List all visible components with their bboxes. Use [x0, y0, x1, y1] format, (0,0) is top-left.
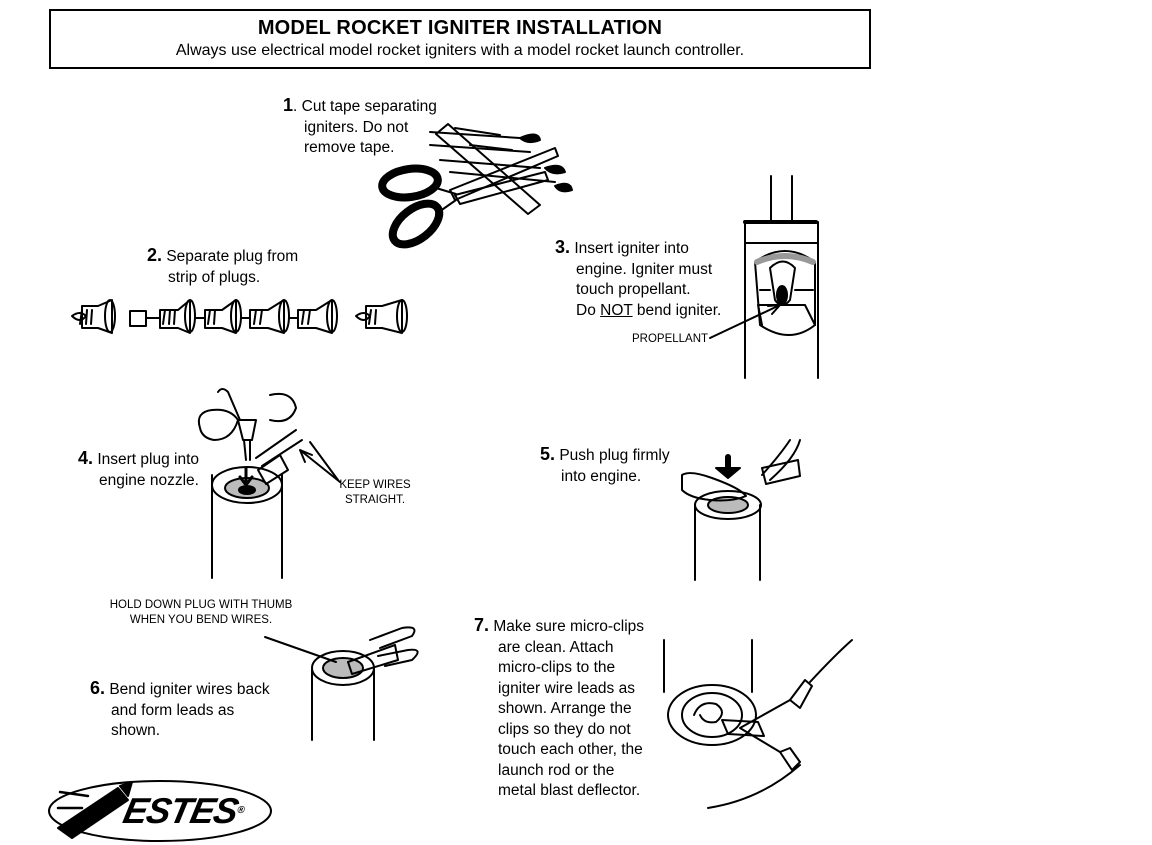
insert-plug-illustration	[197, 388, 341, 579]
scissors-illustration	[378, 123, 573, 249]
step-3: 3. Insert igniter into engine. Igniter m…	[555, 237, 722, 319]
header-box: MODEL ROCKET IGNITER INSTALLATION Always…	[49, 9, 871, 69]
micro-clips-illustration	[663, 639, 853, 809]
propellant-label: PROPELLANT	[632, 333, 709, 345]
step-7: 7. Make sure micro-clips are clean. Atta…	[474, 615, 645, 799]
engine-cutaway-illustration	[709, 175, 819, 379]
estes-logo-text: ESTES®	[119, 790, 245, 831]
plug-strip-illustration	[71, 299, 408, 334]
push-plug-illustration	[681, 439, 801, 581]
page-title: MODEL ROCKET IGNITER INSTALLATION	[257, 17, 663, 39]
estes-logo	[48, 780, 272, 842]
keep-wires-label: KEEP WIRES STRAIGHT.	[339, 479, 411, 506]
bend-wires-illustration	[264, 626, 419, 741]
page-subtitle: Always use electrical model rocket ignit…	[175, 42, 745, 59]
step-6: 6. Bend igniter wires back and form lead…	[90, 678, 270, 739]
step-1: 1. Cut tape separating igniters. Do not …	[283, 95, 437, 156]
step-4: 4. Insert plug into engine nozzle.	[78, 448, 199, 489]
hold-down-label: HOLD DOWN PLUG WITH THUMB WHEN YOU BEND …	[109, 599, 293, 626]
step-5: 5. Push plug firmly into engine.	[540, 444, 670, 485]
step-2: 2. Separate plug from strip of plugs.	[147, 245, 299, 286]
